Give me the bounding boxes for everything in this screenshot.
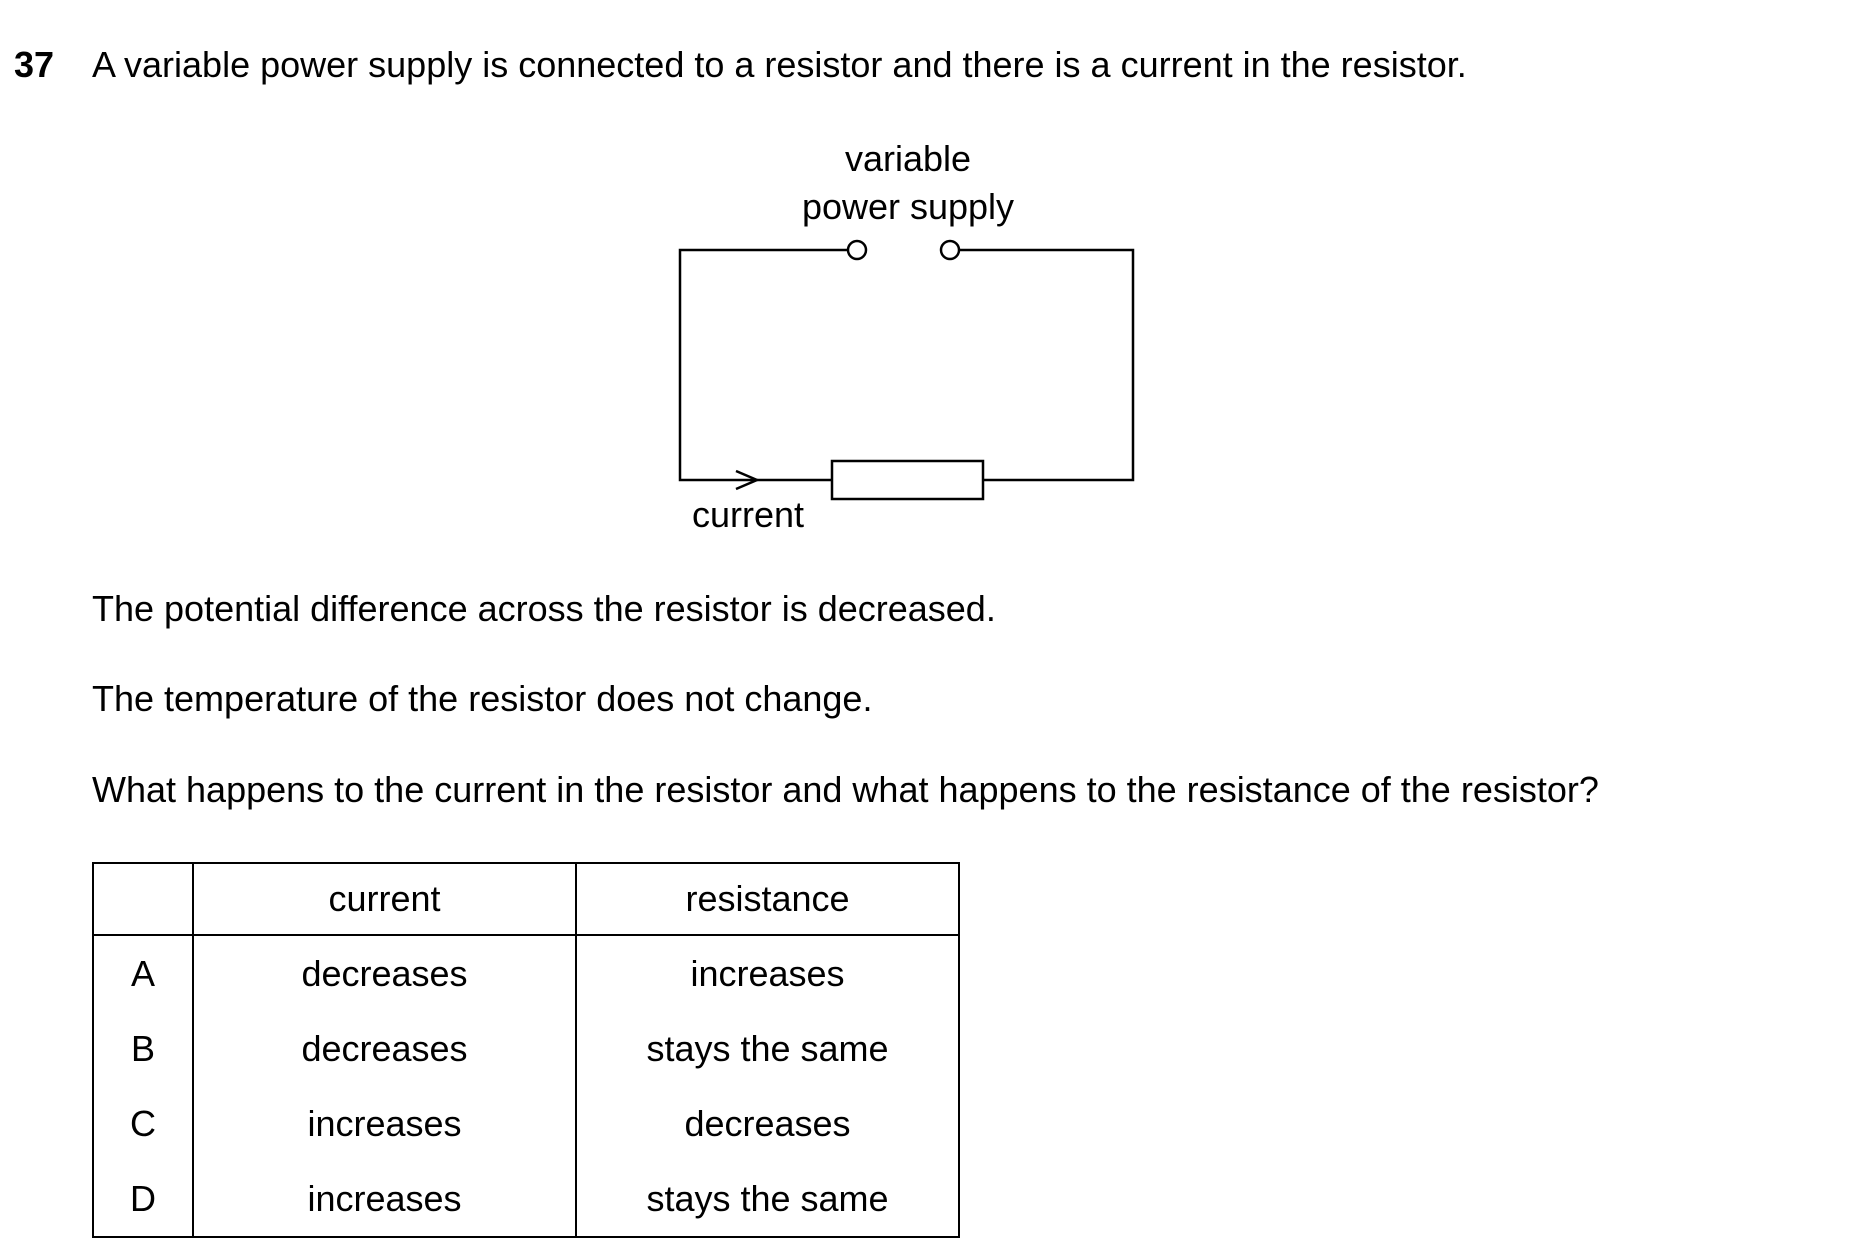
option-key-d: D [92,1161,194,1238]
table-row[interactable]: D increases stays the same [92,1161,960,1238]
question-number: 37 [14,44,55,85]
option-current: decreases [192,1011,577,1086]
header-key [92,862,194,936]
header-resistance: resistance [575,862,960,936]
option-resistance: stays the same [575,1011,960,1086]
paragraph-temperature: The temperature of the resistor does not… [92,678,873,719]
header-current: current [192,862,577,936]
option-resistance: increases [575,935,960,1011]
option-resistance: decreases [575,1086,960,1161]
circuit-diagram: variable power supply current [678,138,1135,535]
table-header-row: current resistance [92,862,960,936]
supply-label-line2: power supply [802,186,1014,227]
table-row[interactable]: B decreases stays the same [92,1011,960,1086]
option-key-b: B [92,1011,194,1086]
terminal-left [846,239,868,261]
current-label: current [692,494,804,535]
paragraph-pd: The potential difference across the resi… [92,588,996,629]
option-key-c: C [92,1086,194,1161]
table-row[interactable]: A decreases increases [92,935,960,1011]
supply-label-line1: variable [845,138,971,179]
option-key-a: A [92,935,194,1011]
option-resistance: stays the same [575,1161,960,1238]
question-stem: A variable power supply is connected to … [92,44,1467,85]
option-current: decreases [192,935,577,1011]
paragraph-question: What happens to the current in the resis… [92,769,1599,810]
resistor [830,459,985,501]
answer-table: current resistance A decreases increases… [92,862,960,1238]
option-current: increases [192,1086,577,1161]
table-row[interactable]: C increases decreases [92,1086,960,1161]
option-current: increases [192,1161,577,1238]
wire-left [678,248,847,482]
current-arrow [735,469,761,491]
terminal-right [939,239,961,261]
wire-right [960,248,1135,482]
